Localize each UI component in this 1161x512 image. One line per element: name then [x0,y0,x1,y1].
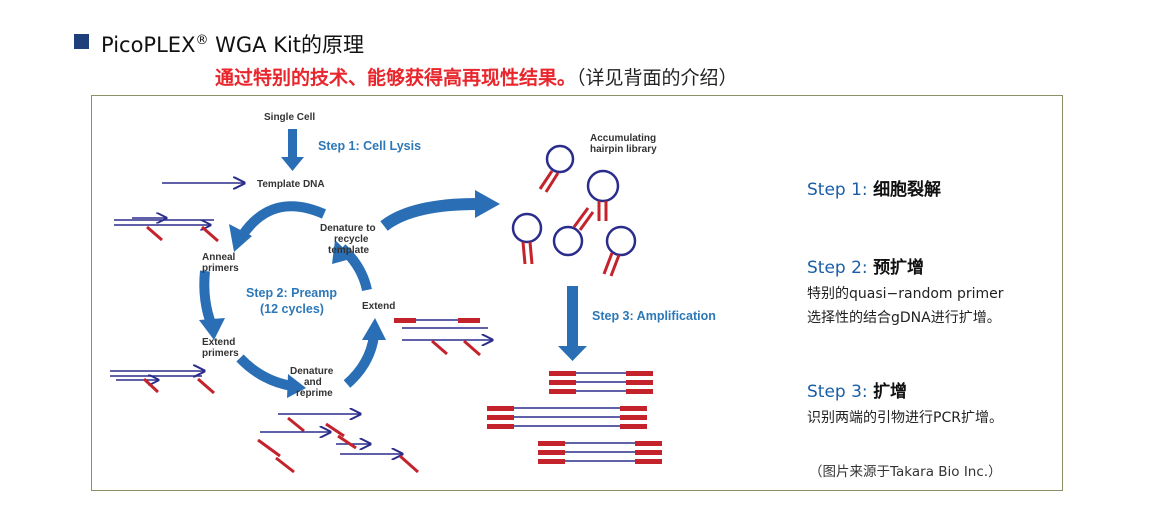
subtitle: 通过特别的技术、能够获得高再现性结果。（详见背面的介绍） [215,66,738,90]
label-step3: Step 3: Amplification [592,309,716,323]
reprime-strands-icon [257,414,419,474]
label-step2-1: Step 2: Preamp [246,286,337,300]
label-denature-reprime-1: Denature [290,366,334,377]
step2-name: 预扩增 [873,258,925,278]
subtitle-note: （详见背面的介绍） [576,67,738,89]
step1-name: 细胞裂解 [873,180,942,200]
step3-desc-line1: 识别两端的引物进行PCR扩增。 [807,410,1003,426]
label-denature-recycle-1: Denature to [320,223,376,234]
step3-description: 识别两端的引物进行PCR扩增。 [807,406,1057,430]
arrow-to-library-icon [380,190,500,231]
label-denature-reprime-3: reprime [296,388,333,399]
step2-label: Step 2: [807,258,868,278]
subtitle-highlight: 通过特别的技术、能够获得高再现性结果。 [215,67,577,89]
title-rest: WGA Kit的原理 [208,33,365,57]
image-source-note: （图片来源于Takara Bio Inc.） [809,464,1002,480]
step1-label: Step 1: [807,180,868,200]
arrow-amplification-icon [558,286,587,361]
label-accumulating-2: hairpin library [590,144,657,155]
step3-block: Step 3: 扩增 识别两端的引物进行PCR扩增。 [807,381,1057,430]
anneal-duplex-icon [114,218,219,243]
step2-desc-line1: 特别的quasi−random primer [807,286,1004,302]
label-denature-recycle-2: recycle [334,234,369,245]
label-step2-2: (12 cycles) [260,302,324,316]
step2-title: Step 2: 预扩增 [807,257,1057,279]
step3-name: 扩增 [873,382,908,402]
arrow-cell-lysis-icon [281,129,304,171]
label-denature-reprime-2: and [304,377,322,388]
cycle-arrows-icon [199,201,386,398]
step3-label: Step 3: [807,382,868,402]
label-extend-left-2: primers [202,348,239,359]
label-accumulating-1: Accumulating [590,133,656,144]
title-registered-mark: ® [195,33,209,48]
title-main: PicoPLEX [101,33,196,57]
step2-desc-line2: 选择性的结合gDNA进行扩增。 [807,310,1001,326]
label-single-cell: Single Cell [264,112,315,123]
label-extend-right: Extend [362,301,395,312]
label-step1: Step 1: Cell Lysis [318,139,421,153]
label-template-dna: Template DNA [257,179,325,190]
step3-title: Step 3: 扩增 [807,381,1057,403]
extend-duplex-icon [110,371,215,395]
label-anneal-1: Anneal [202,252,236,263]
header-bullet-square [74,34,89,49]
label-extend-left-1: Extend [202,337,235,348]
label-denature-recycle-3: template [328,245,370,256]
figure-frame: Single Cell Step 1: Cell Lysis Template … [91,95,1063,491]
page-title: PicoPLEX® WGA Kit的原理 [101,28,364,58]
amplified-products-icon [487,371,662,464]
hairpin-library-icon [511,144,637,277]
step2-description: 特别的quasi−random primer 选择性的结合gDNA进行扩增。 [807,282,1057,330]
step1-block: Step 1: 细胞裂解 [807,179,1057,201]
step1-title: Step 1: 细胞裂解 [807,179,1057,201]
pcr-workflow-diagram: Single Cell Step 1: Cell Lysis Template … [110,112,716,474]
label-anneal-2: primers [202,263,239,274]
step2-block: Step 2: 预扩增 特别的quasi−random primer 选择性的结… [807,257,1057,330]
extended-product-icon [394,318,492,357]
